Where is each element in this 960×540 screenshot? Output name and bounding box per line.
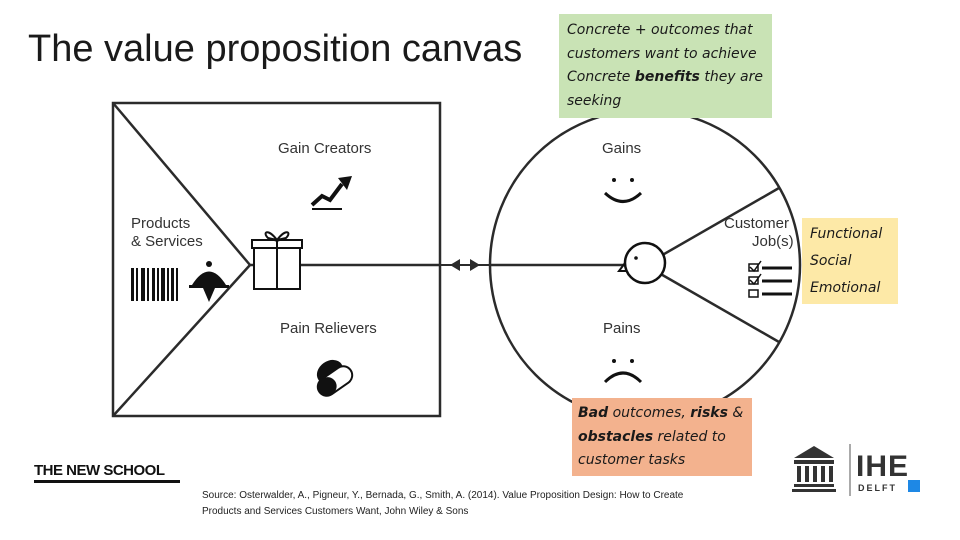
pains-note-bold-risks: risks xyxy=(690,405,728,421)
pains-note-line-2: obstacles related to xyxy=(578,426,746,450)
gains-note-text: Concrete xyxy=(567,69,635,85)
value-map-square xyxy=(111,101,442,418)
pains-label: Pains xyxy=(603,320,641,337)
jobs-note-item-social: Social xyxy=(810,253,852,269)
jobs-note-item-functional: Functional xyxy=(810,226,883,242)
jobs-note: Functional Social Emotional xyxy=(802,218,898,304)
products-services-label-2: & Services xyxy=(131,233,203,250)
ihe-logo-square xyxy=(908,480,920,492)
pains-note-bold-bad: Bad xyxy=(578,405,609,421)
pill-icon xyxy=(316,359,354,397)
customer-jobs-label-1: Customer xyxy=(724,215,789,232)
source-citation: Source: Osterwalder, A., Pigneur, Y., Be… xyxy=(202,488,762,520)
gain-creators-label: Gain Creators xyxy=(278,140,371,157)
gains-note-line-1: Concrete + outcomes that xyxy=(567,22,753,38)
pains-note-line-1: Bad outcomes, risks & xyxy=(578,402,746,426)
smile-icon xyxy=(603,178,643,203)
source-line-2: Products and Services Customers Want, Jo… xyxy=(202,506,469,517)
new-school-logo: THE NEW SCHOOL xyxy=(34,462,180,483)
barcode-icon xyxy=(131,268,178,301)
cloche-icon xyxy=(189,261,229,302)
products-services-label-1: Products xyxy=(131,215,190,232)
new-school-logo-rule xyxy=(34,480,180,483)
pains-note: Bad outcomes, risks & obstacles related … xyxy=(572,398,752,476)
gains-note: Concrete + outcomes that customers want … xyxy=(559,14,772,118)
new-school-logo-text: THE NEW SCHOOL xyxy=(34,462,165,479)
square-diagonal-top xyxy=(112,102,251,266)
pains-note-text-2: & xyxy=(727,405,744,421)
source-line-1: Source: Osterwalder, A., Pigneur, Y., Be… xyxy=(202,490,684,501)
slide-title: The value proposition canvas xyxy=(28,28,523,70)
checklist-icon xyxy=(748,260,792,298)
square-diagonal-bottom xyxy=(112,264,251,417)
ihe-logo-text: IHE xyxy=(856,450,910,483)
pains-note-text-3: related to xyxy=(653,428,726,445)
gains-note-line-4: seeking xyxy=(567,92,622,109)
circle-radius-top xyxy=(644,186,780,267)
unesco-logo xyxy=(792,446,836,492)
circle-radius-bottom xyxy=(644,263,780,344)
gains-note-bold: benefits xyxy=(634,69,700,85)
gains-note-line-3: Concrete benefits they are xyxy=(567,66,764,90)
ihe-delft-logo: IHE DELFT xyxy=(846,450,926,500)
delft-logo-text: DELFT xyxy=(858,483,897,493)
fit-arrow-right xyxy=(470,259,480,271)
customer-jobs-label-2: Job(s) xyxy=(752,233,794,250)
pains-note-text-1: outcomes, xyxy=(608,405,691,421)
jobs-note-item-emotional: Emotional xyxy=(810,280,881,296)
gains-label: Gains xyxy=(602,140,641,157)
gift-icon xyxy=(251,231,303,290)
pain-relievers-label: Pain Relievers xyxy=(280,320,377,337)
gains-note-line-2: customers want to achieve xyxy=(567,45,757,62)
face-icon xyxy=(617,241,667,285)
pains-note-line-3: customer tasks xyxy=(578,452,686,468)
gains-note-text-post: they are xyxy=(699,69,763,85)
pains-note-bold-obstacles: obstacles xyxy=(578,428,654,445)
frown-icon xyxy=(603,359,643,384)
fit-arrow-left xyxy=(450,259,460,271)
chart-arrow-icon xyxy=(310,176,352,210)
